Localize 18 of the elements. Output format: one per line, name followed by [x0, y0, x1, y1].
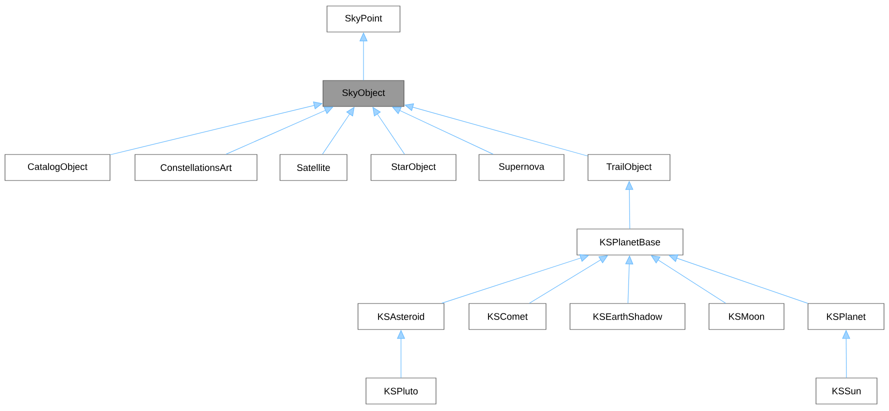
- class-box: ConstellationsArt: [134, 154, 258, 181]
- class-box: KSMoon: [708, 303, 784, 330]
- class-box: KSPluto: [366, 378, 436, 404]
- class-box: KSComet: [468, 303, 546, 330]
- arrow: [226, 106, 334, 154]
- class-box: StarObject: [370, 154, 456, 181]
- class-box: KSSun: [816, 378, 878, 404]
- arrow: [668, 254, 808, 304]
- class-box: KSPlanet: [808, 303, 884, 330]
- class-box: SkyObject: [322, 80, 404, 107]
- class-box: SkyPoint: [326, 6, 400, 32]
- class-box: CatalogObject: [4, 154, 110, 181]
- class-box: KSEarthShadow: [570, 303, 686, 330]
- class-box: Satellite: [280, 154, 348, 181]
- class-box: KSPlanetBase: [576, 228, 684, 256]
- class-box: Supernova: [478, 154, 564, 181]
- class-box: TrailObject: [588, 154, 670, 181]
- class-box: KSAsteroid: [358, 303, 444, 330]
